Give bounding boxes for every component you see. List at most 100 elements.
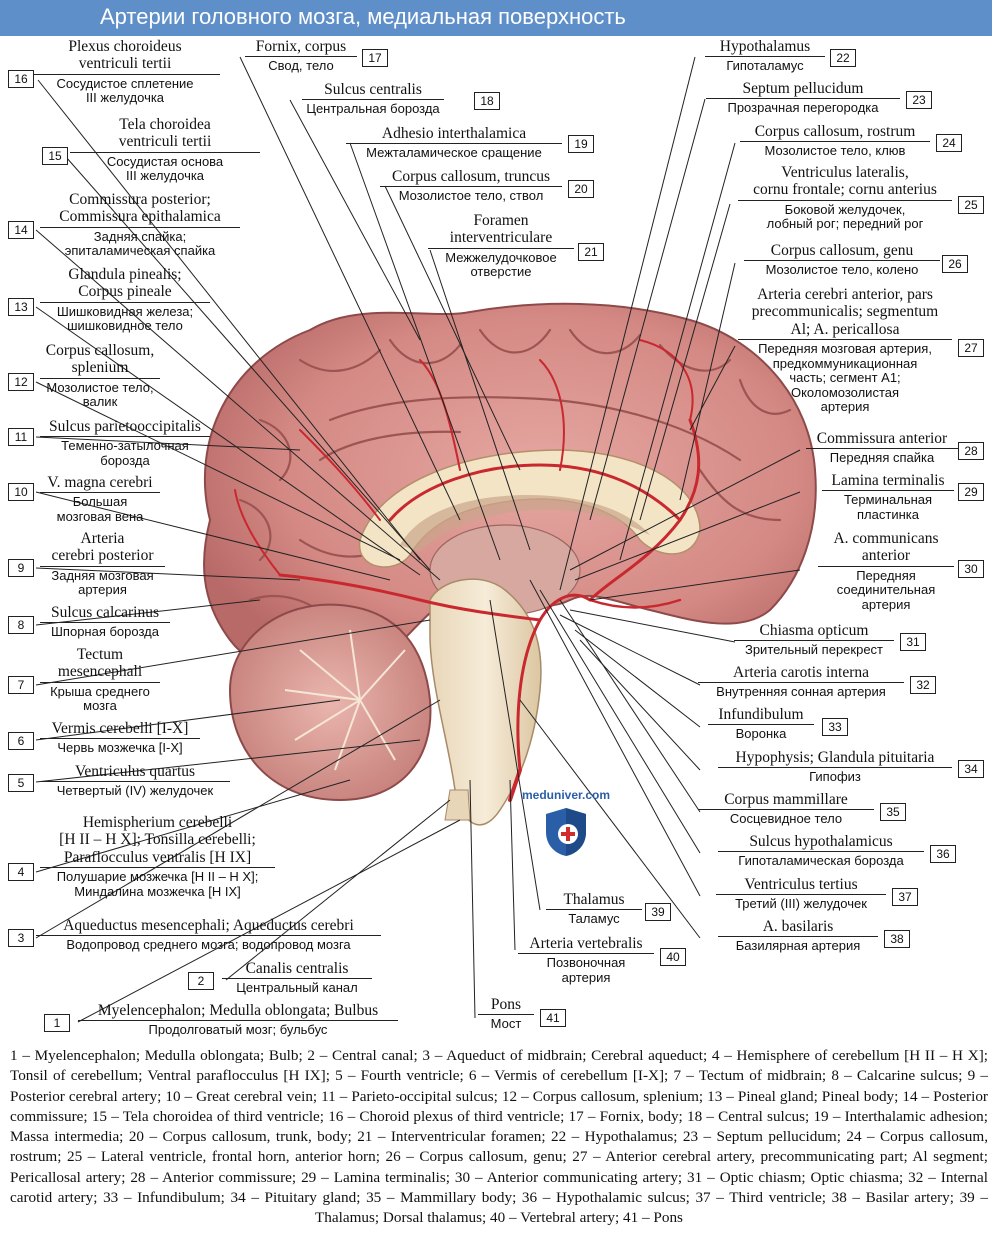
label-13-russian: Шишковидная железа; шишковидное тело — [40, 301, 210, 334]
label-15-latin: Tela choroidea ventriculi tertii — [118, 116, 212, 151]
label-10-russian: Большая мозговая вена — [40, 492, 160, 524]
label-14: Commissura posterior; Commissura epithal… — [40, 191, 240, 259]
label-27-russian: Передняя мозговая артерия, предкоммуника… — [738, 339, 952, 415]
label-17-russian: Свод, тело — [245, 56, 357, 74]
label-31-latin: Chiasma opticum — [759, 622, 869, 639]
label-11: Sulcus parietooccipitalis Теменно-затыло… — [40, 418, 210, 468]
label-37: Ventriculus tertius Третий (III) желудоч… — [716, 876, 886, 912]
label-15-number: 15 — [42, 147, 68, 165]
label-33: Infundibulum Воронка — [708, 706, 814, 742]
label-38: A. basilaris Базилярная артерия — [718, 918, 878, 954]
label-9-russian: Задняя мозговая артерия — [40, 565, 165, 598]
label-17-number: 17 — [362, 49, 388, 67]
label-38-number: 38 — [884, 930, 910, 948]
label-39-latin: Thalamus — [563, 891, 625, 908]
label-35-number: 35 — [880, 803, 906, 821]
label-30-russian: Передняя соединительная артерия — [818, 565, 954, 613]
label-34-russian: Гипофиз — [718, 767, 952, 785]
label-9-number: 9 — [8, 559, 34, 577]
label-26-russian: Мозолистое тело, колено — [744, 260, 940, 278]
label-30-number: 30 — [958, 560, 984, 578]
label-29: Lamina terminalis Терминальная пластинка — [822, 472, 954, 522]
label-18: Sulcus centralis Центральная борозда — [302, 81, 444, 117]
label-1-russian: Продолговатый мозг; бульбус — [78, 1020, 398, 1038]
label-20-latin: Corpus callosum, truncus — [392, 168, 550, 185]
label-7-number: 7 — [8, 676, 34, 694]
label-40: Arteria vertebralis Позвоночная артерия — [518, 935, 654, 985]
label-16-russian: Сосудистое сплетение III желудочка — [30, 73, 220, 106]
label-1-number: 1 — [44, 1014, 70, 1032]
label-37-number: 37 — [892, 888, 918, 906]
leader-lines — [35, 56, 801, 1023]
watermark: meduniver.com — [516, 788, 616, 858]
label-28-number: 28 — [958, 442, 984, 460]
label-40-latin: Arteria vertebralis — [529, 935, 643, 952]
label-2-russian: Центральный канал — [222, 978, 372, 996]
label-15-russian: Сосудистая основа III желудочка — [70, 151, 260, 184]
label-7-latin: Tectum mesencephali — [57, 646, 143, 681]
label-22-number: 22 — [830, 49, 856, 67]
label-37-latin: Ventriculus tertius — [744, 876, 858, 893]
label-24: Corpus callosum, rostrum Мозолистое тело… — [740, 123, 930, 159]
label-31: Chiasma opticum Зрительный перекрест — [734, 622, 894, 658]
label-7-russian: Крыша среднего мозга — [40, 681, 160, 714]
label-19: Adhesio interthalamica Межталамическое с… — [346, 125, 562, 161]
label-28-latin: Commissura anterior — [816, 430, 948, 447]
label-32-russian: Внутренняя сонная артерия — [698, 682, 904, 700]
label-8: Sulcus calcarinus Шпорная борозда — [40, 604, 170, 640]
label-12-latin: Corpus callosum, splenium — [45, 342, 155, 377]
label-36-russian: Гипоталамическая борозда — [718, 851, 924, 869]
label-24-latin: Corpus callosum, rostrum — [754, 123, 916, 140]
label-20: Corpus callosum, truncus Мозолистое тело… — [380, 168, 562, 204]
label-41-number: 41 — [540, 1009, 566, 1027]
label-16-number: 16 — [8, 70, 34, 88]
cerebellum-shape — [228, 603, 432, 802]
label-22-russian: Гипоталамус — [705, 56, 825, 74]
label-21-number: 21 — [578, 243, 604, 261]
brain-illustration — [35, 56, 817, 1023]
label-2-latin: Canalis centralis — [245, 960, 349, 977]
label-22-latin: Hypothalamus — [719, 38, 811, 55]
label-25-russian: Боковой желудочек, лобный рог; передний … — [738, 199, 952, 232]
label-13-latin: Glandula pinealis; Corpus pineale — [68, 266, 182, 301]
label-3-russian: Водопровод среднего мозга; водопровод мо… — [36, 935, 381, 953]
lateral-ventricle-shape — [400, 495, 650, 552]
label-41-latin: Pons — [490, 996, 522, 1013]
label-27: Arteria cerebri anterior, pars precommun… — [738, 286, 952, 415]
label-5: Ventriculus quartus Четвертый (IV) желуд… — [40, 763, 230, 799]
label-29-number: 29 — [958, 483, 984, 501]
label-13-number: 13 — [8, 298, 34, 316]
brain-figure: Plexus choroideus ventriculi tertii Сосу… — [0, 36, 992, 1044]
label-11-latin: Sulcus parietooccipitalis — [49, 418, 201, 435]
label-31-number: 31 — [900, 633, 926, 651]
label-16: Plexus choroideus ventriculi tertii Сосу… — [30, 38, 220, 106]
label-18-number: 18 — [474, 92, 500, 110]
label-36-number: 36 — [930, 845, 956, 863]
label-9: Arteria cerebri posterior Задняя мозгова… — [40, 530, 165, 598]
label-23-russian: Прозрачная перегородка — [706, 98, 900, 116]
label-34: Hypophysis; Glandula pituitaria Гипофиз — [718, 749, 952, 785]
label-12: Corpus callosum, splenium Мозолистое тел… — [40, 342, 160, 410]
label-12-number: 12 — [8, 373, 34, 391]
label-32-latin: Arteria carotis interna — [733, 664, 869, 681]
label-21: Foramen interventriculare Межжелудочково… — [428, 212, 574, 280]
label-6: Vermis cerebelli [I-X] Червь мозжечка [I… — [40, 720, 200, 756]
label-39-russian: Таламус — [546, 909, 642, 927]
label-20-number: 20 — [568, 180, 594, 198]
label-26-latin: Corpus callosum, genu — [770, 242, 914, 259]
label-24-russian: Мозолистое тело, клюв — [740, 141, 930, 159]
label-9-latin: Arteria cerebri posterior — [51, 530, 154, 565]
label-10: V. magna cerebri Большая мозговая вена — [40, 474, 160, 524]
label-5-number: 5 — [8, 774, 34, 792]
label-23: Septum pellucidum Прозрачная перегородка — [706, 80, 900, 116]
label-23-latin: Septum pellucidum — [742, 80, 864, 97]
label-39-number: 39 — [645, 903, 671, 921]
label-10-number: 10 — [8, 483, 34, 501]
label-35-russian: Сосцевидное тело — [698, 809, 874, 827]
label-33-latin: Infundibulum — [718, 706, 804, 723]
arbor-vitae — [284, 629, 406, 771]
label-8-number: 8 — [8, 616, 34, 634]
label-40-russian: Позвоночная артерия — [518, 953, 654, 985]
label-29-russian: Терминальная пластинка — [822, 490, 954, 522]
